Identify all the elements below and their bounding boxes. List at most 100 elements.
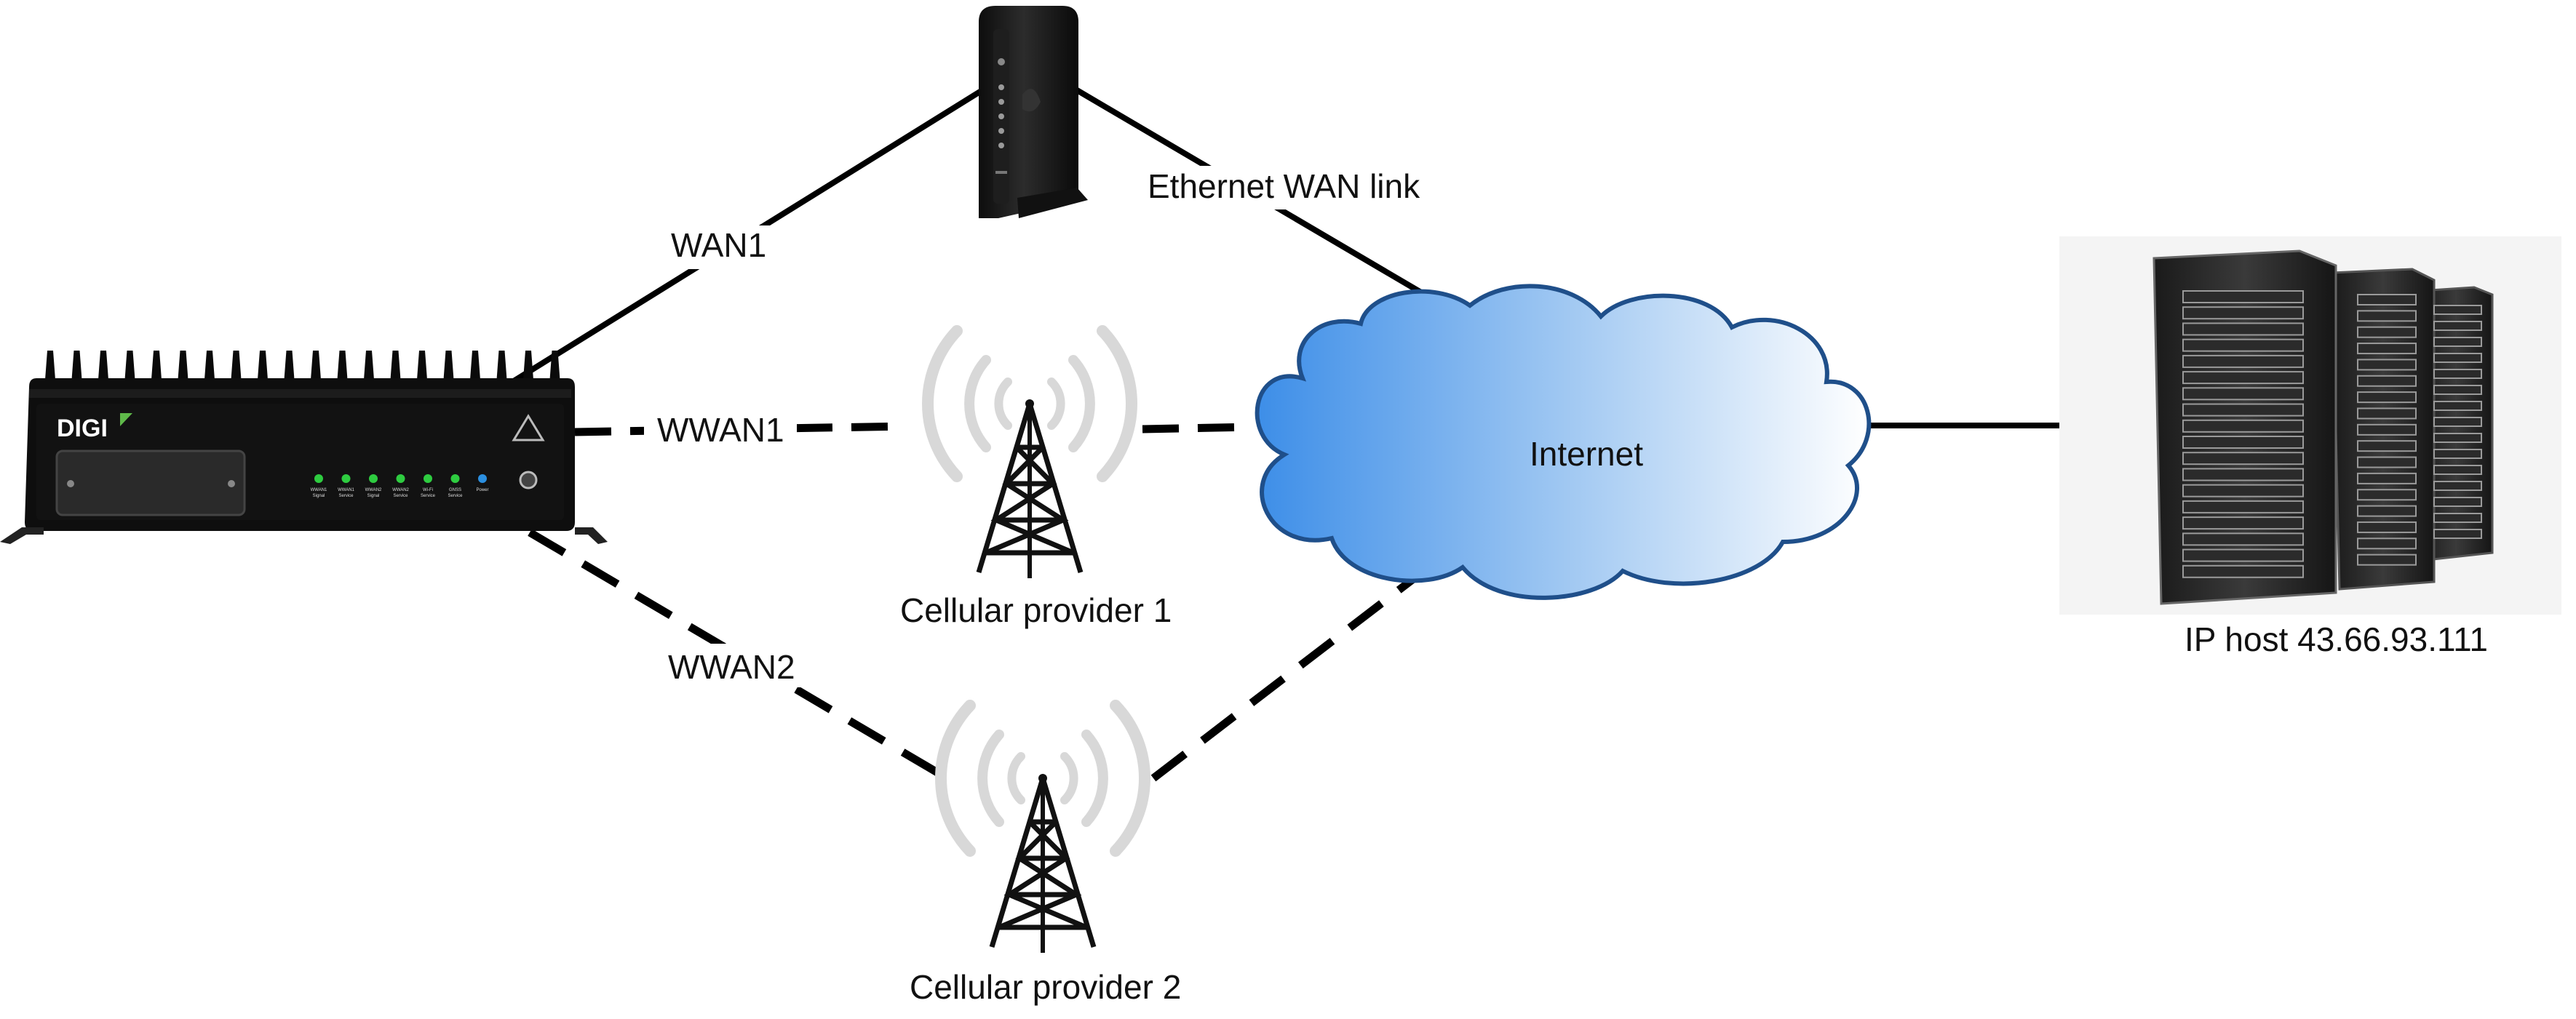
status-led <box>424 474 432 483</box>
rack-unit <box>2357 440 2417 452</box>
heatsink-fin <box>443 351 454 380</box>
heatsink-fin <box>231 351 242 380</box>
server-racks <box>2059 236 2561 615</box>
rack-unit <box>2182 468 2304 481</box>
rack-unit <box>2357 521 2417 533</box>
internet-label: Internet <box>1530 435 1643 473</box>
led-caption: GNSS <box>449 488 461 492</box>
led-caption: WWAN2 <box>365 488 382 492</box>
led-caption: Signal <box>367 494 380 498</box>
rack-unit <box>2182 338 2304 352</box>
rack-unit <box>2357 326 2417 338</box>
led-caption: Service <box>421 494 436 498</box>
status-led <box>314 474 323 483</box>
heatsink-fin <box>178 351 188 380</box>
rack-unit <box>2433 433 2482 443</box>
led-caption: WWAN1 <box>311 488 327 492</box>
router-power-button <box>519 471 538 489</box>
rack-unit <box>2357 489 2417 501</box>
heatsink-fin <box>204 351 215 380</box>
rack-unit <box>2182 452 2304 465</box>
rack-unit <box>2433 481 2482 491</box>
heatsink-fin <box>124 351 135 380</box>
rack-unit <box>2433 529 2482 539</box>
heatsink-fin <box>337 351 348 380</box>
rack-unit <box>2182 371 2304 385</box>
cell-tower-1 <box>922 325 1137 578</box>
cell-tower-2 <box>935 700 1150 953</box>
rack-unit <box>2433 337 2482 347</box>
heatsink-fin <box>390 351 401 380</box>
heatsink-fin <box>311 351 321 380</box>
rack-unit <box>2182 290 2304 303</box>
rack-unit <box>2357 294 2417 305</box>
ip-host-label: IP host 43.66.93.111 <box>2185 620 2488 658</box>
heatsink-fin <box>98 351 108 380</box>
rack-unit <box>2433 449 2482 459</box>
led-caption: Wi-Fi <box>423 488 433 492</box>
router-heatsink-fins <box>45 351 560 380</box>
rack-unit <box>2433 385 2482 395</box>
rack-unit <box>2433 417 2482 427</box>
router-brand-logo: DIGI <box>57 415 108 442</box>
rack-unit <box>2182 500 2304 514</box>
rack-unit <box>2182 387 2304 401</box>
rack-unit <box>2357 554 2417 566</box>
wwan1-link-b <box>1142 423 1252 433</box>
heatsink-fin <box>470 351 480 380</box>
rack-unit <box>2357 472 2417 484</box>
rack-unit <box>2433 401 2482 411</box>
rack-unit <box>2433 497 2482 507</box>
led-caption: Service <box>448 494 463 498</box>
rack-unit <box>2357 456 2417 468</box>
wwan2-label: WWAN2 <box>668 648 795 686</box>
heatsink-fin <box>417 351 427 380</box>
heatsink-fin <box>284 351 295 380</box>
ethernet-wan-label: Ethernet WAN link <box>1148 167 1420 205</box>
cable-modem <box>979 6 1088 218</box>
rack-unit <box>2433 321 2482 331</box>
wan1-label: WAN1 <box>671 226 766 264</box>
rack-unit <box>2182 354 2304 368</box>
rack-unit <box>2357 538 2417 550</box>
rack-unit <box>2357 391 2417 404</box>
rack-unit <box>2357 343 2417 355</box>
status-led <box>341 474 351 483</box>
status-led <box>369 474 378 483</box>
heatsink-fin <box>523 351 533 380</box>
rack-unit <box>2433 465 2482 475</box>
rack-unit <box>2357 407 2417 420</box>
rack-unit <box>2433 353 2482 363</box>
status-led <box>450 474 460 483</box>
rack-unit <box>2357 359 2417 371</box>
led-caption: Signal <box>313 494 325 498</box>
rack-unit <box>2182 322 2304 336</box>
led-caption: WWAN1 <box>338 488 354 492</box>
rack-unit <box>2182 484 2304 497</box>
led-caption: WWAN2 <box>392 488 409 492</box>
rack-unit <box>2182 306 2304 320</box>
rack-unit <box>2182 436 2304 449</box>
rack-unit <box>2182 516 2304 530</box>
tower1-label: Cellular provider 1 <box>900 591 1172 629</box>
rack-unit <box>2433 305 2482 315</box>
rack-unit <box>2357 310 2417 322</box>
led-caption: Power <box>476 488 488 492</box>
rack-unit <box>2182 532 2304 546</box>
led-caption: Service <box>393 494 408 498</box>
wwan2-link-b <box>1150 571 1422 782</box>
digi-router: DIGI WWAN1SignalWWAN1ServiceWWAN2SignalW… <box>0 351 608 544</box>
heatsink-fin <box>258 351 268 380</box>
internet-cloud <box>1255 284 1872 600</box>
wwan1-label: WWAN1 <box>657 411 784 449</box>
rack-unit <box>2182 564 2304 578</box>
rack-unit <box>2357 423 2417 436</box>
heatsink-fin <box>71 351 82 380</box>
heatsink-fin <box>549 351 560 380</box>
rack-unit <box>2433 513 2482 523</box>
heatsink-fin <box>151 351 162 380</box>
heatsink-fin <box>45 351 55 380</box>
wwan2-link-a <box>528 529 955 786</box>
